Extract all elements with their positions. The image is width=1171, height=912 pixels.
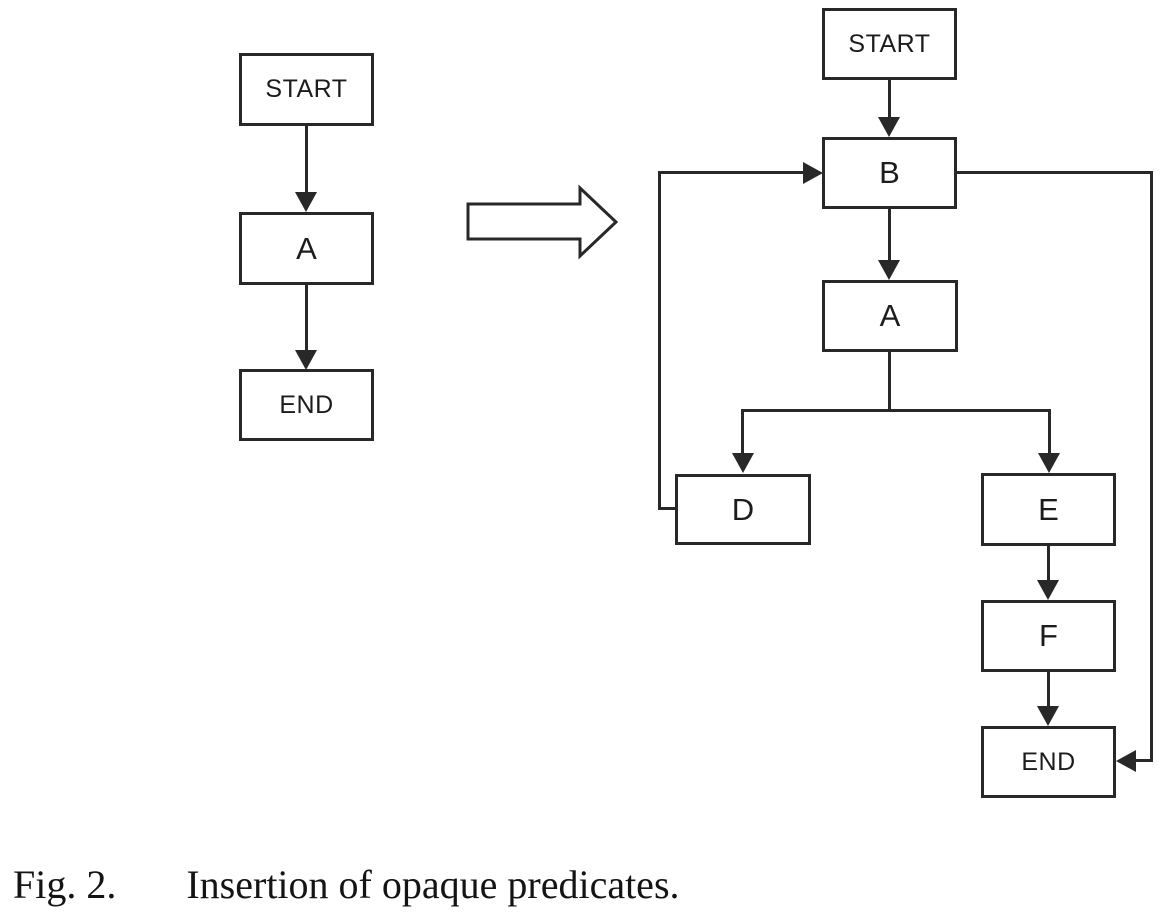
arrowhead-down-icon — [878, 260, 900, 280]
edge-a-stem-line — [888, 351, 891, 412]
node-label: F — [1039, 618, 1058, 653]
edge-a-d-line — [741, 409, 744, 455]
edge-b-a-line — [888, 209, 891, 262]
arrowhead-down-icon — [732, 453, 754, 473]
edge-b-end-bottom-line — [1134, 759, 1153, 762]
node-label: START — [848, 29, 931, 58]
transform-arrow-icon — [466, 184, 619, 260]
node-e: E — [981, 473, 1116, 546]
edge-a-end-line — [305, 285, 308, 352]
caption-number: Fig. 2. — [13, 862, 117, 907]
edge-d-loop-bottom-line — [658, 507, 676, 510]
node-start: START — [239, 53, 374, 126]
arrowhead-down-icon — [1037, 580, 1059, 600]
node-f: F — [981, 600, 1116, 672]
edge-b-end-top-line — [957, 171, 1153, 174]
node-label: A — [879, 298, 901, 333]
arrowhead-right-icon — [803, 162, 823, 184]
node-end: END — [981, 726, 1116, 798]
edge-start-b-line — [888, 80, 891, 119]
arrowhead-left-icon — [1116, 750, 1136, 772]
node-b: B — [822, 137, 957, 209]
node-end: END — [239, 369, 374, 441]
arrowhead-down-icon — [295, 192, 317, 212]
node-label: START — [265, 75, 348, 103]
node-label: E — [1038, 491, 1059, 527]
edge-a-split-line — [742, 409, 1051, 412]
edge-d-loop-top-line — [658, 171, 805, 174]
node-label: END — [1021, 747, 1076, 776]
arrowhead-down-icon — [878, 117, 900, 137]
arrowhead-down-icon — [1038, 453, 1060, 473]
node-label: B — [879, 155, 900, 190]
node-label: END — [279, 390, 334, 419]
edge-b-end-vertical-line — [1150, 171, 1153, 762]
node-a: A — [822, 280, 958, 352]
edge-a-e-line — [1048, 409, 1051, 455]
node-d: D — [675, 474, 811, 545]
edge-start-a-line — [305, 126, 308, 195]
arrowhead-down-icon — [295, 350, 317, 370]
caption-text: Insertion of opaque predicates. — [186, 862, 680, 907]
edge-e-f-line — [1047, 546, 1050, 582]
figure-caption: Fig. 2. Insertion of opaque predicates. — [13, 861, 680, 908]
node-label: A — [296, 230, 317, 266]
edge-d-loop-vertical-line — [658, 171, 661, 510]
node-a: A — [239, 212, 374, 285]
arrowhead-down-icon — [1037, 706, 1059, 726]
edge-f-end-line — [1047, 672, 1050, 708]
node-start: START — [822, 8, 957, 80]
node-label: D — [731, 491, 755, 527]
